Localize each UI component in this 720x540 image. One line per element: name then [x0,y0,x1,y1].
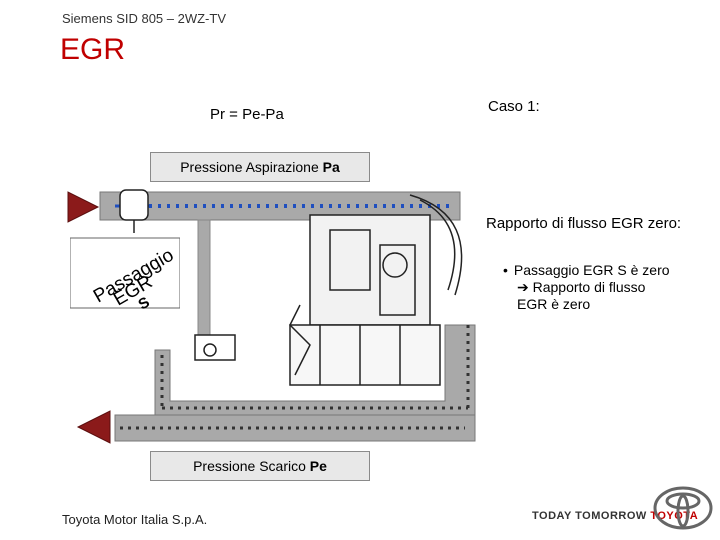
flow-ratio-text: Rapporto di flusso EGR zero: [486,215,682,232]
toyota-logo-icon [653,486,713,530]
bullet-line1: Passaggio EGR S è zero [513,262,670,278]
exhaust-pressure-label: Pressione Scarico Pe [150,451,370,481]
egr-vertical-pipe [197,219,211,341]
bullet-line2: Rapporto di flusso [528,279,646,295]
intake-pressure-symbol: Pa [322,159,340,175]
page-title: EGR [60,33,126,66]
footer-slogan: TODAY TOMORROW TOYOTA [532,510,698,522]
slogan-text: TODAY TOMORROW [532,510,651,522]
engine-sketch [289,194,463,386]
pressure-formula: Pr = Pe-Pa [210,106,284,123]
bullet-line2-wrap: ➔ Rapporto di flusso [503,279,713,296]
bullet-dot: • [503,262,508,278]
egr-valve [119,189,236,361]
egr-system-diagram [67,189,476,444]
header-subtitle: Siemens SID 805 – 2WZ-TV [62,11,226,26]
exhaust-pressure-text: Pressione Scarico [193,458,310,474]
bullet-line3: EGR è zero [517,296,591,312]
arrow-right-icon: ➔ [517,279,529,295]
intake-pressure-text: Pressione Aspirazione [180,159,323,175]
footer-company: Toyota Motor Italia S.p.A. [62,512,208,527]
exhaust-pressure-symbol: Pe [309,458,327,474]
egr-passage-label: Passaggio EGR S [70,237,180,313]
case-label: Caso 1: [488,98,540,115]
bullet-item: • Passaggio EGR S è zero ➔ Rapporto di fl… [503,262,713,313]
intake-pressure-label: Pressione Aspirazione Pa [150,152,370,182]
exhaust-outlet-arrow [76,410,111,444]
intake-inlet-arrow [67,191,100,223]
